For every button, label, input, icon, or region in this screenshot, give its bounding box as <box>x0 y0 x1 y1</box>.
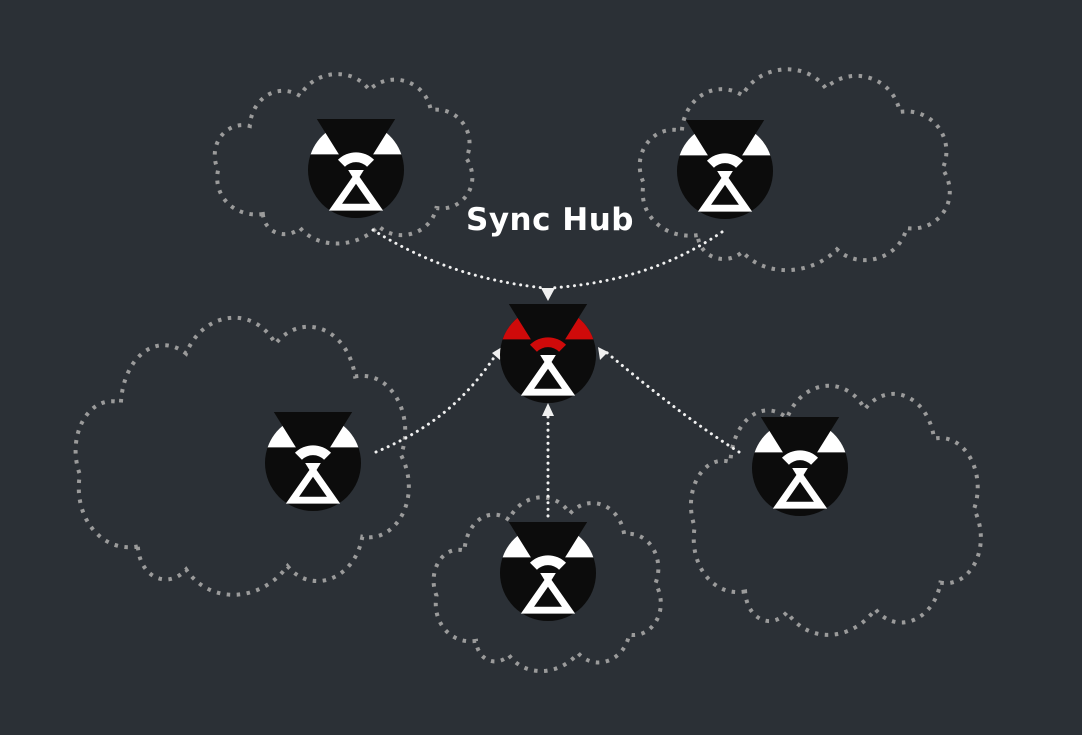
sync-device-icon-bottom <box>500 522 596 621</box>
hub-label: Sync Hub <box>466 202 634 238</box>
arrowhead-top <box>541 288 555 301</box>
sync-device-icon-right <box>752 417 848 516</box>
sync-device-icon-top-left <box>308 119 404 218</box>
arrow-from-top-left <box>371 228 546 290</box>
arrowhead-left <box>492 347 502 360</box>
arrow-from-top-right <box>550 230 724 290</box>
cloud-group <box>76 69 981 671</box>
arrowhead-right <box>598 347 608 360</box>
arrow-from-mid-left <box>374 354 497 454</box>
sync-device-icon-top-right <box>677 120 773 219</box>
sync-hub-icon <box>500 304 596 403</box>
sync-device-icon-mid-left <box>265 412 361 511</box>
node-group <box>265 119 848 621</box>
arrow-group <box>371 228 741 518</box>
cloud-mid-left <box>76 318 409 595</box>
cloud-right <box>691 386 981 635</box>
arrowhead-bottom <box>542 403 554 416</box>
arrow-from-right <box>604 350 741 454</box>
cloud-bottom <box>434 497 661 671</box>
